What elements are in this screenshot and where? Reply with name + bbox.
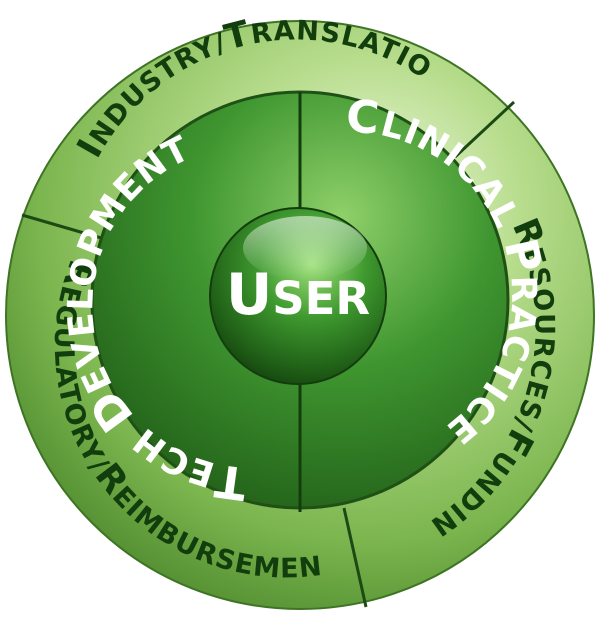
sphere-highlight	[243, 216, 367, 280]
outer-divider-1	[453, 100, 516, 159]
outer-divider-2	[342, 507, 368, 608]
label-user: USER	[226, 262, 370, 328]
outer-divider-3	[21, 213, 109, 242]
